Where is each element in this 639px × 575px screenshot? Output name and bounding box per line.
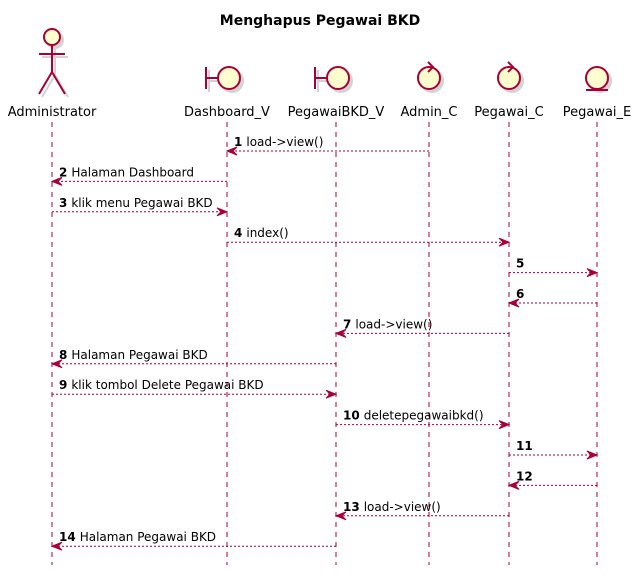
- message-number: 14: [59, 530, 76, 544]
- arrowhead-icon: [507, 480, 520, 490]
- participant-label-pegawai_e: Pegawai_E: [563, 105, 632, 120]
- arrowhead-icon: [498, 420, 511, 430]
- entity-icon: [585, 66, 612, 93]
- message-text: load->view(): [364, 500, 441, 514]
- message-label: 13 load->view(): [343, 500, 441, 514]
- arrowhead-icon: [586, 268, 599, 278]
- message-text: klik tombol Delete Pegawai BKD: [71, 378, 263, 392]
- arrowhead-icon: [586, 450, 599, 460]
- message-number: 1: [234, 135, 242, 149]
- message-2: 2 Halaman Dashboard: [50, 165, 227, 186]
- message-11: 11: [509, 439, 599, 460]
- control-icon: [417, 61, 444, 93]
- message-label: 1 load->view(): [234, 135, 323, 149]
- message-number: 10: [343, 409, 360, 423]
- message-number: 5: [516, 257, 524, 271]
- participant-pegawai_e: Pegawai_E: [563, 66, 632, 120]
- arrowhead-icon: [225, 146, 238, 156]
- participant-label-pegawaibkd_v: PegawaiBKD_V: [288, 105, 385, 120]
- message-text: index(): [246, 226, 288, 240]
- message-number: 9: [59, 378, 67, 392]
- boundary-icon: [314, 66, 353, 93]
- message-label: 7 load->view(): [343, 317, 432, 331]
- message-3: 3 klik menu Pegawai BKD: [52, 196, 229, 217]
- message-number: 8: [59, 348, 67, 362]
- participant-label-dashboard_v: Dashboard_V: [184, 105, 270, 120]
- boundary-icon: [205, 66, 244, 93]
- message-7: 7 load->view(): [334, 317, 509, 338]
- participants: Administrator Dashboard_V PegawaiBKD_V Admi…: [8, 28, 632, 120]
- message-12: 12: [507, 469, 597, 490]
- arrowhead-icon: [334, 511, 347, 521]
- participant-label-pegawai_c: Pegawai_C: [474, 105, 543, 120]
- message-number: 7: [343, 317, 351, 331]
- participant-administrator: Administrator: [8, 28, 97, 120]
- message-label: 8 Halaman Pegawai BKD: [59, 348, 208, 362]
- message-text: Halaman Pegawai BKD: [80, 530, 216, 544]
- message-text: Halaman Pegawai BKD: [71, 348, 207, 362]
- message-label: 11: [516, 439, 533, 453]
- message-number: 12: [516, 469, 533, 483]
- message-10: 10 deletepegawaibkd(): [336, 409, 511, 430]
- message-6: 6: [507, 287, 597, 308]
- message-number: 6: [516, 287, 524, 301]
- participant-pegawai_c: Pegawai_C: [474, 61, 544, 120]
- message-text: Halaman Dashboard: [71, 165, 194, 179]
- message-label: 9 klik tombol Delete Pegawai BKD: [59, 378, 264, 392]
- message-number: 2: [59, 165, 67, 179]
- participant-label-admin_c: Admin_C: [400, 105, 457, 120]
- message-text: klik menu Pegawai BKD: [71, 196, 212, 210]
- arrowhead-icon: [507, 298, 520, 308]
- message-label: 14 Halaman Pegawai BKD: [59, 530, 216, 544]
- message-1: 1 load->view(): [225, 135, 429, 156]
- arrowhead-icon: [216, 207, 229, 217]
- message-label: 12: [516, 469, 533, 483]
- messages: 1 load->view() 2 Halaman Dashboard 3 klik men…: [50, 135, 599, 551]
- arrowhead-icon: [334, 328, 347, 338]
- message-text: load->view(): [355, 317, 432, 331]
- actor-icon: [38, 28, 69, 98]
- participant-pegawaibkd_v: PegawaiBKD_V: [288, 66, 385, 120]
- arrowhead-icon: [50, 359, 63, 369]
- message-4: 4 index(): [227, 226, 511, 247]
- message-label: 10 deletepegawaibkd(): [343, 409, 484, 423]
- participant-dashboard_v: Dashboard_V: [184, 66, 270, 120]
- message-label: 4 index(): [234, 226, 289, 240]
- message-5: 5: [509, 257, 599, 278]
- message-number: 13: [343, 500, 360, 514]
- message-label: 2 Halaman Dashboard: [59, 165, 194, 179]
- message-text: load->view(): [246, 135, 323, 149]
- arrowhead-icon: [50, 541, 63, 551]
- message-text: deletepegawaibkd(): [364, 409, 484, 423]
- control-icon: [497, 61, 524, 93]
- message-number: 3: [59, 196, 67, 210]
- arrowhead-icon: [498, 237, 511, 247]
- message-label: 6: [516, 287, 524, 301]
- diagram-title: Menghapus Pegawai BKD: [220, 13, 420, 29]
- message-number: 11: [516, 439, 533, 453]
- lifelines: [51, 122, 598, 565]
- participant-admin_c: Admin_C: [400, 61, 458, 120]
- arrowhead-icon: [325, 389, 338, 399]
- message-label: 3 klik menu Pegawai BKD: [59, 196, 213, 210]
- participant-label-administrator: Administrator: [8, 105, 97, 120]
- message-number: 4: [234, 226, 242, 240]
- message-8: 8 Halaman Pegawai BKD: [50, 348, 336, 369]
- message-9: 9 klik tombol Delete Pegawai BKD: [52, 378, 338, 399]
- message-label: 5: [516, 257, 524, 271]
- message-14: 14 Halaman Pegawai BKD: [50, 530, 336, 551]
- arrowhead-icon: [50, 176, 63, 186]
- message-13: 13 load->view(): [334, 500, 509, 521]
